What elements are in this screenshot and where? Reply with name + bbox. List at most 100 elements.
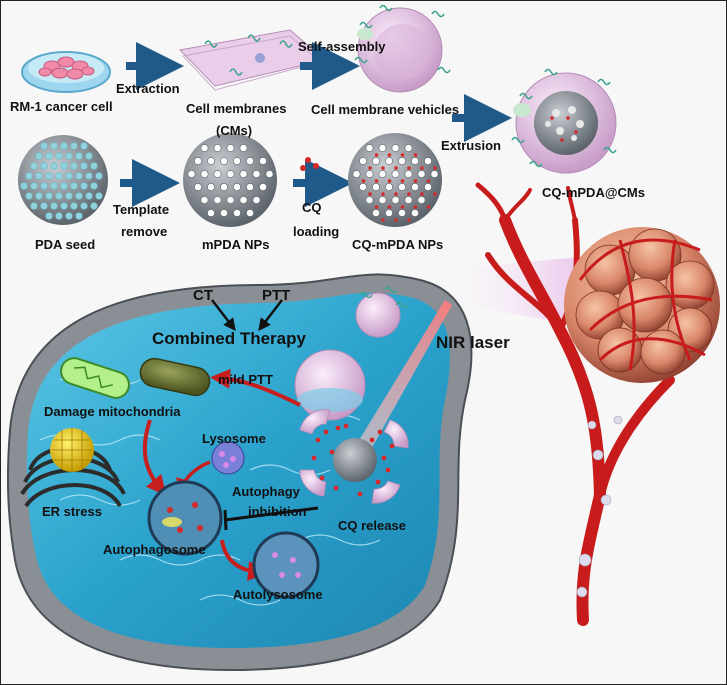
mpda-pore [233,209,241,217]
mpda-pore [220,157,228,165]
mpda-pore [430,170,439,178]
mpda-pore [385,209,393,217]
mpda-pore [226,196,235,204]
cq-dot [394,192,398,196]
mpda-nps-particle [183,133,277,227]
mpda-pore [207,157,215,165]
mpda-pore [378,144,387,152]
autophagy-inhibition-marker [223,506,319,531]
mpda-pore [385,157,393,165]
cq-dot [387,205,392,209]
label-self-assembly: Self-assembly [298,39,386,54]
pda-bead [50,202,58,210]
autophagosome-icon [147,480,223,556]
ct-arrow [211,299,236,331]
mpda-pore [411,183,419,191]
pda-bead [85,172,93,180]
pda-bead [80,142,88,150]
pda-bead [85,192,93,200]
cq-dot [381,218,385,222]
pda-bead [45,212,53,220]
cq-dot [374,205,379,209]
mpda-pore [365,196,374,204]
cq-release-cluster [299,409,409,504]
mpda-pore [352,170,361,178]
pda-bead [95,192,103,200]
mpda-pore [233,157,241,165]
pda-bead [90,202,98,210]
label-loading: loading [293,224,340,239]
mpda-pore [359,183,367,191]
pda-bead [55,192,63,200]
mpda-pore [365,144,374,152]
pda-bead [65,192,73,200]
mpda-pore [252,170,261,178]
cq-dot [374,179,379,183]
mpda-pore [404,170,413,178]
mpda-pore [265,170,274,178]
released-cq-dot [329,449,335,455]
mpda-pore [391,144,400,152]
pda-bead [95,172,103,180]
mpda-pore [372,209,380,217]
cell-entry-particle [355,286,409,338]
cq-dot [368,166,372,170]
mpda-pore [200,196,209,204]
mpda-pore [213,144,222,152]
mpda-pore [239,170,248,178]
cq-dot [420,192,424,196]
pda-bead [65,152,73,160]
mpda-pore [372,183,380,191]
cq-mpda-cms-particle [511,68,617,174]
mpda-pore [226,144,235,152]
cq-dot [433,166,437,170]
mpda-pore [391,170,400,178]
cq-dot [420,166,424,170]
mpda-pore [200,170,209,178]
pda-bead [30,202,38,210]
released-cq-dot [357,491,363,497]
mpda-pore [411,157,419,165]
pda-bead [25,192,33,200]
mpda-pore [239,196,248,204]
pda-bead [35,192,43,200]
released-cq-dot [311,455,317,461]
released-cq-dot [323,429,329,435]
mpda-pore [200,144,209,152]
pda-bead [60,142,68,150]
mpda-pore [398,157,406,165]
vessel-particles [576,415,623,598]
tumor [564,227,720,383]
pda-bead [80,162,88,170]
cell-membrane-vehicle [354,4,451,93]
mpda-pore [233,183,241,191]
pda-bead [30,182,38,190]
cq-dot [413,153,418,157]
label-inhibition: inhibition [248,504,307,519]
pda-bead [80,202,88,210]
cq-dot [387,153,392,157]
mpda-pore [239,144,248,152]
pda-bead [60,162,68,170]
released-cq-dot [319,475,325,481]
label-damage-mitochondria: Damage mitochondria [44,404,181,419]
pda-bead [80,182,88,190]
pda-bead [20,182,28,190]
petri-dish-icon [21,51,111,93]
pda-bead [60,182,68,190]
mpda-pore [417,196,426,204]
label-rm1-cancer-cell: RM-1 cancer cell [10,99,113,114]
pda-bead [35,172,43,180]
pda-bead [50,142,58,150]
label-cell-membrane-vehicles: Cell membrane vehicles [311,102,460,117]
label-mild-ptt: mild PTT [218,372,273,387]
released-cq-dot [385,467,391,473]
mpda-pore [246,183,254,191]
cq-dot [433,192,437,196]
label-remove: remove [121,224,168,239]
released-cq-dot [333,485,339,491]
label-autolysosome: Autolysosome [233,587,323,602]
mpda-pore [220,209,228,217]
cq-dot [426,205,431,209]
